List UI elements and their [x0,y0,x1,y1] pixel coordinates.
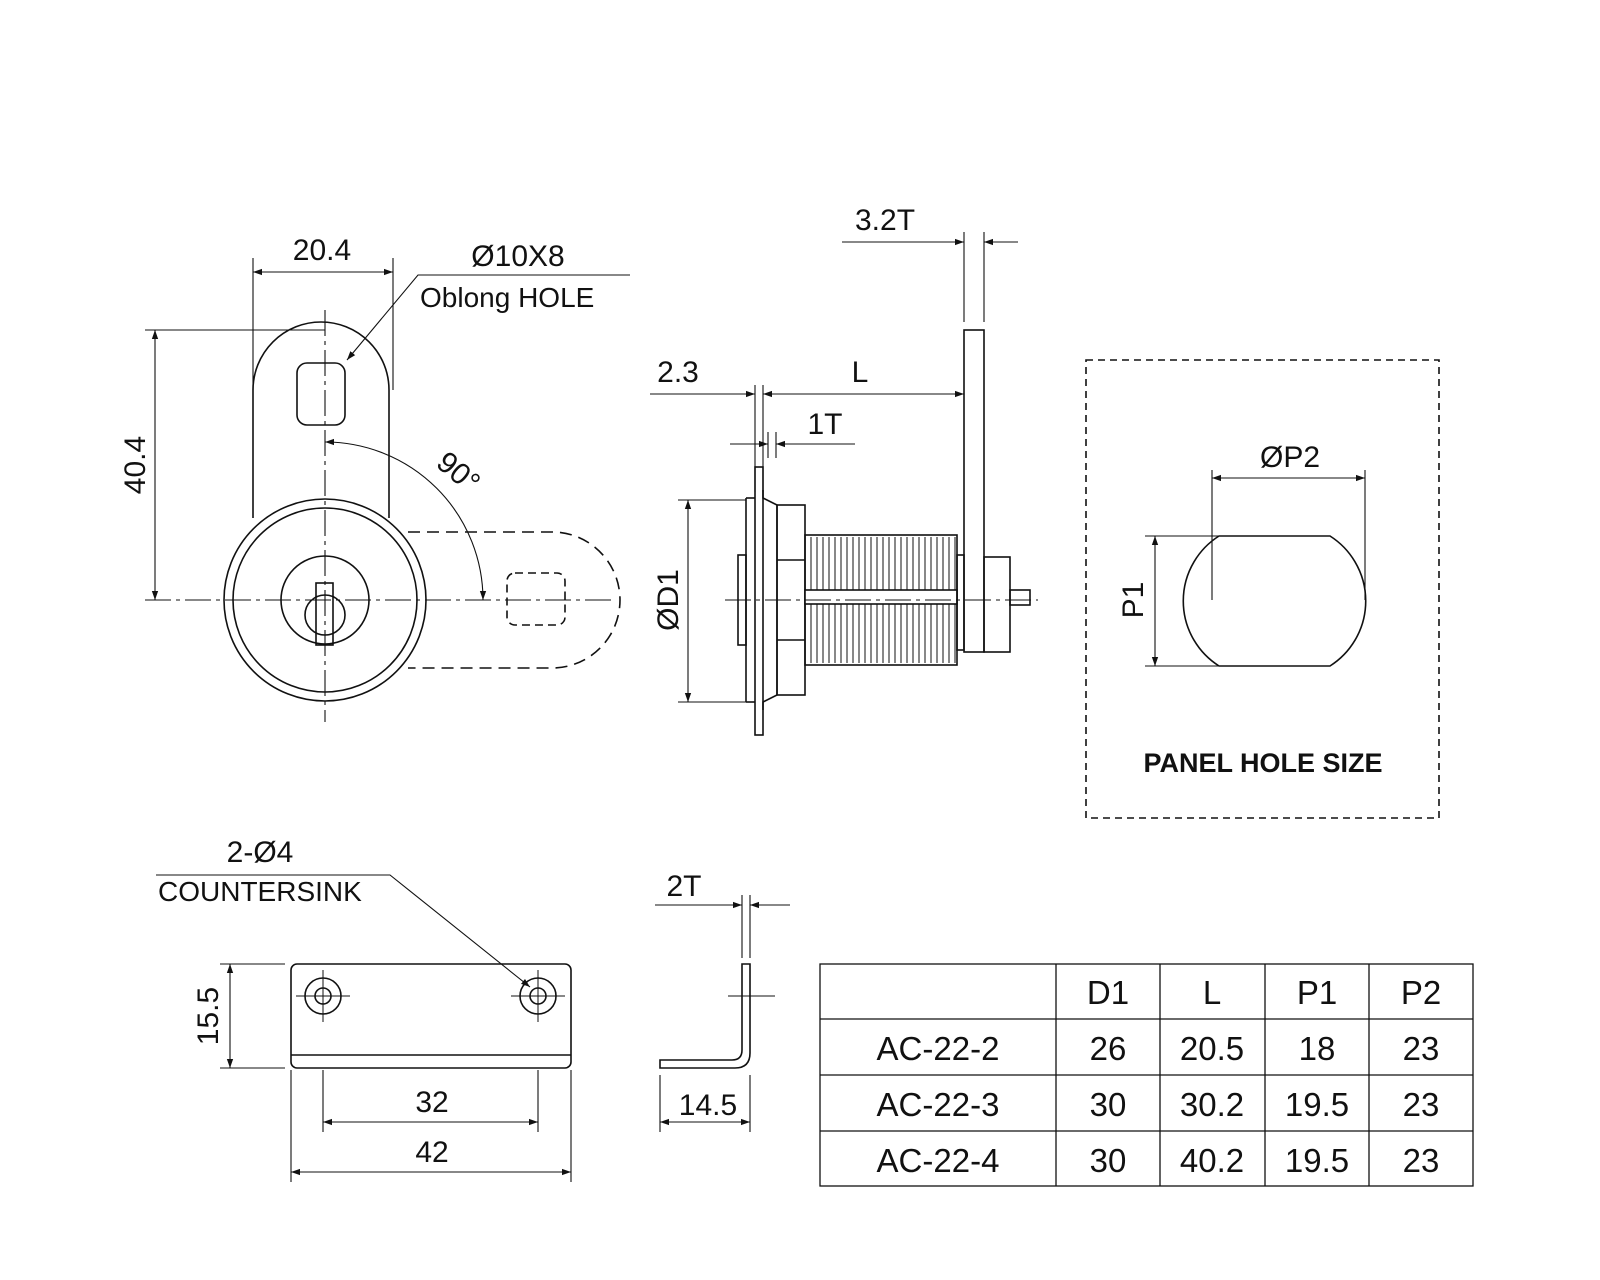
flange-plate [754,466,764,736]
table-cell-p1: 19.5 [1285,1142,1349,1179]
table-header-p2: P2 [1401,974,1441,1011]
panel-hole-title: PANEL HOLE SIZE [1143,748,1382,778]
washer-label: 1T [807,408,842,441]
cam-arm-outline [252,321,390,518]
cam-plate [963,329,985,653]
bracket-outline [290,963,572,1069]
panel-hole-shape [1182,535,1367,667]
table-header-l: L [1203,974,1221,1011]
panel-hole-frame [1085,359,1440,819]
angle-label: 90° [430,445,486,499]
bracket-thickness-label: 2T [666,870,701,903]
rotated-cam-outline [408,531,621,669]
table-cell-model: AC-22-3 [877,1086,1000,1123]
table-header-d1: D1 [1087,974,1129,1011]
diameter-label: ØD1 [652,569,685,631]
table-cell-model: AC-22-2 [877,1030,1000,1067]
table-cell-l: 30.2 [1180,1086,1244,1123]
front-height-label: 40.4 [119,436,152,494]
bracket-hole-note: COUNTERSINK [158,876,362,907]
table-cell-p2: 23 [1403,1086,1440,1123]
panel-width-label: ØP2 [1260,441,1320,474]
front-width-label: 20.4 [293,234,351,267]
table-cell-p1: 19.5 [1285,1086,1349,1123]
oblong-hole-label: Ø10X8 [471,240,564,273]
bracket-hole-label: 2-Ø4 [227,836,294,869]
hole-leader [346,274,630,361]
table-cell-l: 40.2 [1180,1142,1244,1179]
countersink-leader [156,874,531,988]
bracket-side-view [655,895,790,1132]
spec-table-grid [819,963,1474,1187]
table-cell-p2: 23 [1403,1030,1440,1067]
bracket-pitch-label: 32 [415,1086,448,1119]
oblong-hole-note: Oblong HOLE [420,282,594,313]
table-cell-d1: 26 [1090,1030,1127,1067]
end-nut [983,556,1011,653]
panel-hole-view [1085,359,1440,819]
bracket-leg-label: 14.5 [679,1089,737,1122]
length-label: L [852,356,869,389]
panel-height-label: P1 [1117,582,1150,619]
flange-label: 2.3 [657,356,699,389]
table-cell-d1: 30 [1090,1142,1127,1179]
rotated-cam-hole [506,572,566,626]
oblong-hole [296,362,346,426]
table-header-p1: P1 [1297,974,1337,1011]
bracket-l-profile [659,963,751,1069]
cam-thickness-label: 3.2T [855,204,915,237]
table-cell-l: 20.5 [1180,1030,1244,1067]
angle-arc [324,438,487,601]
bracket-view [156,874,572,1182]
bracket-length-label: 42 [415,1136,448,1169]
side-view [650,232,1038,736]
end-screw [1009,589,1031,606]
table-cell-p2: 23 [1403,1142,1440,1179]
table-cell-d1: 30 [1090,1086,1127,1123]
bracket-height-label: 15.5 [192,987,225,1045]
table-cell-model: AC-22-4 [877,1142,1000,1179]
front-view [145,258,630,722]
table-cell-p1: 18 [1299,1030,1336,1067]
spacer [956,554,965,651]
body-slot [804,589,958,605]
